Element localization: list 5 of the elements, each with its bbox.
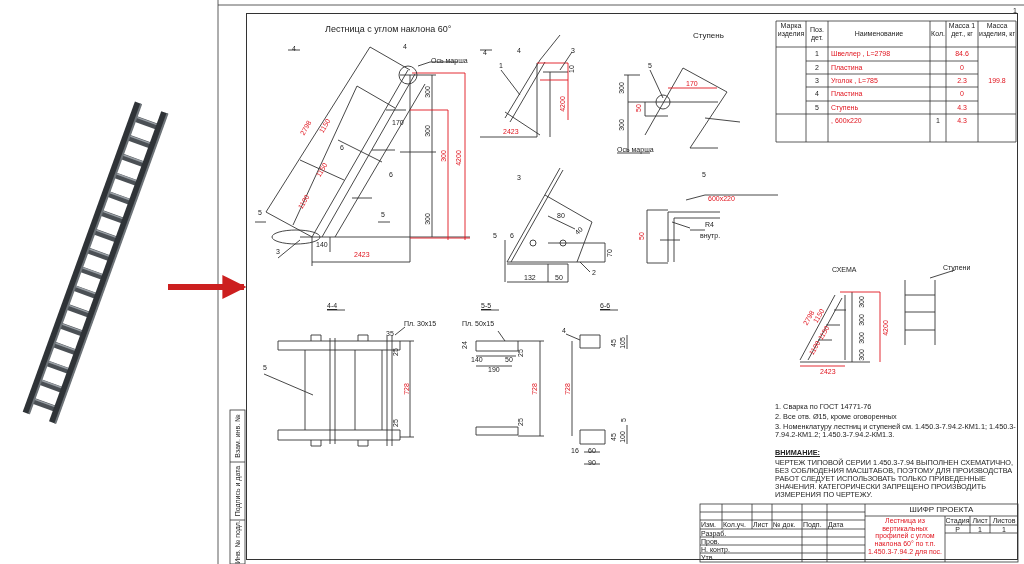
- drawing-sheet: [246, 13, 1018, 560]
- view-title: Ступень: [693, 32, 724, 41]
- view-title: Лестница с углом наклона 60°: [325, 25, 452, 35]
- view-title: ШИФР ПРОЕКТА: [908, 506, 975, 515]
- arrow: [168, 275, 247, 299]
